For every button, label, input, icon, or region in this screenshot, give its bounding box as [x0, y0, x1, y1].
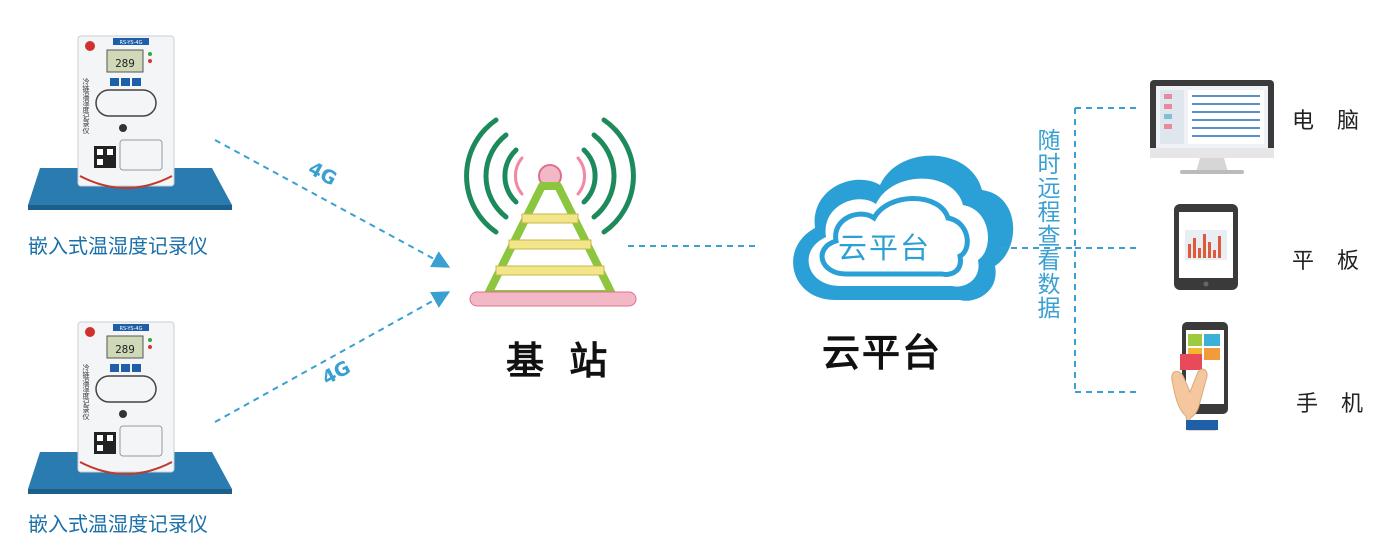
- cloud-inner-text: 云平台: [838, 231, 932, 265]
- base-station-label: 基 站: [506, 339, 614, 383]
- device-model-text: RS-YS-4G: [120, 40, 143, 46]
- remote-view-text: 随时远程查看数据: [1033, 128, 1059, 320]
- device-1-label: 嵌入式温湿度记录仪: [28, 234, 208, 258]
- upper-4g-arrow: [214, 139, 451, 268]
- device-2-label: 嵌入式温湿度记录仪: [28, 512, 208, 536]
- lcd-value: 289: [115, 57, 135, 70]
- device-model-text: RS-YS-4G: [120, 326, 143, 332]
- smartphone-hand-icon: [1171, 322, 1228, 431]
- device-side-text: 冷链温湿度记录仪: [82, 77, 90, 134]
- computer-label: 电 脑: [1292, 109, 1367, 134]
- device-side-text: 冷链温湿度记录仪: [82, 363, 90, 420]
- lcd-value: 289: [115, 343, 135, 356]
- tablet-icon: [1174, 204, 1238, 290]
- desktop-monitor-icon: [1150, 80, 1274, 174]
- device-2: RS-YS-4G 289 冷链温湿度记录仪: [28, 321, 232, 494]
- base-station-icon: [464, 117, 637, 307]
- device-1: RS-YS-4G 289 冷链温湿度记录仪: [28, 35, 232, 210]
- cloud-platform-label: 云平台: [822, 331, 943, 375]
- phone-label: 手 机: [1296, 392, 1371, 417]
- cloud-platform-icon: [793, 155, 1014, 301]
- lower-4g-arrow: [214, 291, 451, 423]
- tablet-label: 平 板: [1292, 249, 1367, 274]
